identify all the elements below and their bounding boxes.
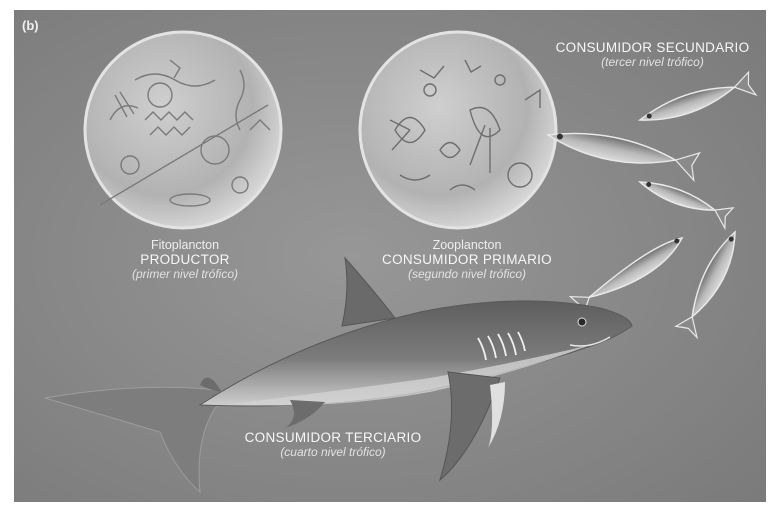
secondary-consumer-role: CONSUMIDOR SECUNDARIO	[545, 40, 760, 56]
phytoplankton-circle-icon	[85, 32, 281, 228]
secondary-consumer-label: CONSUMIDOR SECUNDARIO (tercer nivel tróf…	[545, 40, 760, 69]
primary-consumer-name: Zooplancton	[362, 238, 572, 252]
producer-level: (primer nivel trófico)	[105, 268, 265, 282]
secondary-consumer-level: (tercer nivel trófico)	[545, 56, 760, 70]
primary-consumer-role: CONSUMIDOR PRIMARIO	[362, 252, 572, 268]
tertiary-consumer-label: CONSUMIDOR TERCIARIO (cuarto nivel trófi…	[228, 430, 438, 459]
panel-label: (b)	[22, 18, 39, 33]
tertiary-consumer-level: (cuarto nivel trófico)	[228, 446, 438, 460]
producer-label: Fitoplancton PRODUCTOR (primer nivel tró…	[105, 238, 265, 282]
producer-role: PRODUCTOR	[105, 252, 265, 268]
primary-consumer-level: (segundo nivel trófico)	[362, 268, 572, 282]
primary-consumer-label: Zooplancton CONSUMIDOR PRIMARIO (segundo…	[362, 238, 572, 282]
zooplankton-circle-icon	[360, 32, 556, 228]
producer-name: Fitoplancton	[105, 238, 265, 252]
tertiary-consumer-role: CONSUMIDOR TERCIARIO	[228, 430, 438, 446]
